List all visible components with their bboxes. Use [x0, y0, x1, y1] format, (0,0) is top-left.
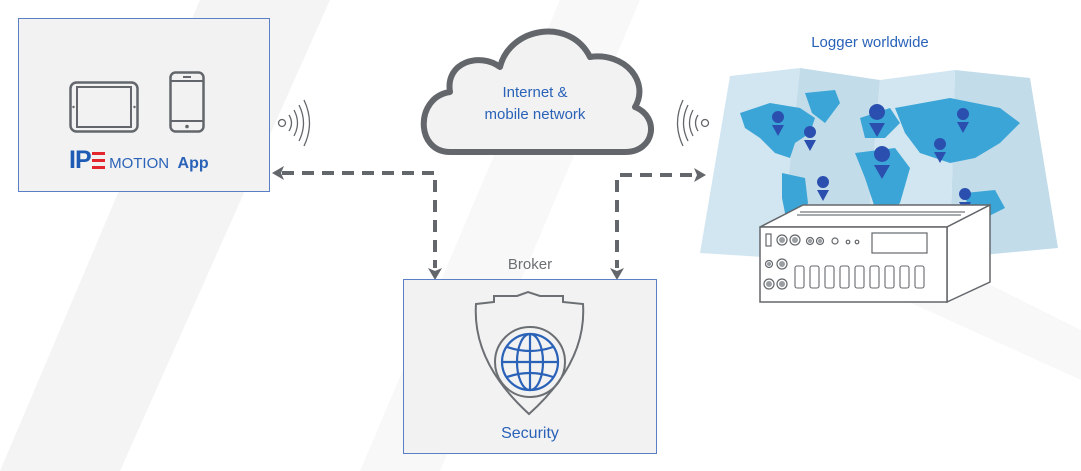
location-pins: [772, 104, 972, 213]
globe-icon: [494, 326, 566, 398]
logo-app: App: [177, 155, 209, 172]
logo-motion: MOTION: [109, 155, 170, 172]
wireless-signal-icon-right: [676, 99, 710, 147]
arrow-right-icon: [694, 168, 706, 182]
greenland: [805, 90, 840, 123]
pin-icon: [804, 126, 817, 151]
cloud-shape: [420, 28, 654, 155]
arrow-left-icon: [272, 166, 284, 180]
logo-e: [91, 152, 105, 169]
pin-icon: [772, 111, 785, 136]
broker-label: Broker: [507, 256, 553, 273]
asia: [895, 98, 1020, 163]
arrow-down-icon-right: [610, 268, 624, 280]
smartphone-icon: [169, 71, 205, 133]
broker-box: Security: [403, 279, 657, 454]
connector-logger-broker: [615, 173, 692, 268]
cloud-label-line1: Internet &: [502, 84, 568, 101]
africa: [855, 148, 910, 218]
security-label: Security: [501, 425, 559, 442]
pin-icon: [869, 104, 886, 137]
logo-ip: IP: [69, 146, 92, 174]
arrow-down-icon-left: [428, 268, 442, 280]
cloud-label: Internet & mobile network: [445, 82, 625, 126]
data-logger-device: [759, 203, 991, 304]
sub-d-connectors: [794, 265, 925, 289]
pin-icon: [957, 108, 970, 133]
pin-icon: [874, 146, 891, 179]
pin-icon: [817, 176, 830, 201]
cloud-label-line2: mobile network: [484, 106, 586, 123]
app-box: IP MOTION App: [18, 18, 270, 192]
connector-app-broker: [282, 171, 437, 268]
ipemotion-app-logo: IP MOTION App: [69, 146, 209, 175]
wireless-signal-icon-left: [277, 99, 311, 147]
pin-icon: [934, 138, 947, 163]
logger-title: Logger worldwide: [811, 34, 929, 51]
tablet-icon: [69, 81, 139, 133]
